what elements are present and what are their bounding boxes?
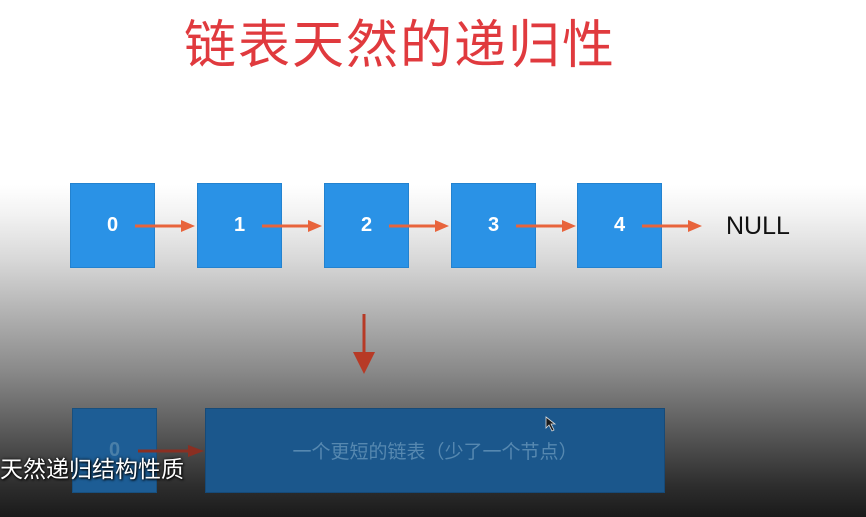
- down-arrow-icon: [353, 314, 375, 374]
- next-arrow-icon: [262, 220, 322, 232]
- next-arrow-icon: [642, 220, 702, 232]
- null-terminator: NULL: [726, 212, 790, 240]
- next-arrow-icon: [389, 220, 449, 232]
- next-arrow-icon: [516, 220, 576, 232]
- shorter-list-box: 一个更短的链表（少了一个节点）: [205, 408, 665, 493]
- next-arrow-icon: [138, 445, 204, 457]
- next-arrow-icon: [135, 220, 195, 232]
- slide-title: 链表天然的递归性: [183, 16, 616, 76]
- mouse-cursor-icon: [545, 416, 557, 432]
- head-node: 0: [72, 408, 157, 493]
- video-subtitle: 天然递归结构性质: [0, 457, 184, 483]
